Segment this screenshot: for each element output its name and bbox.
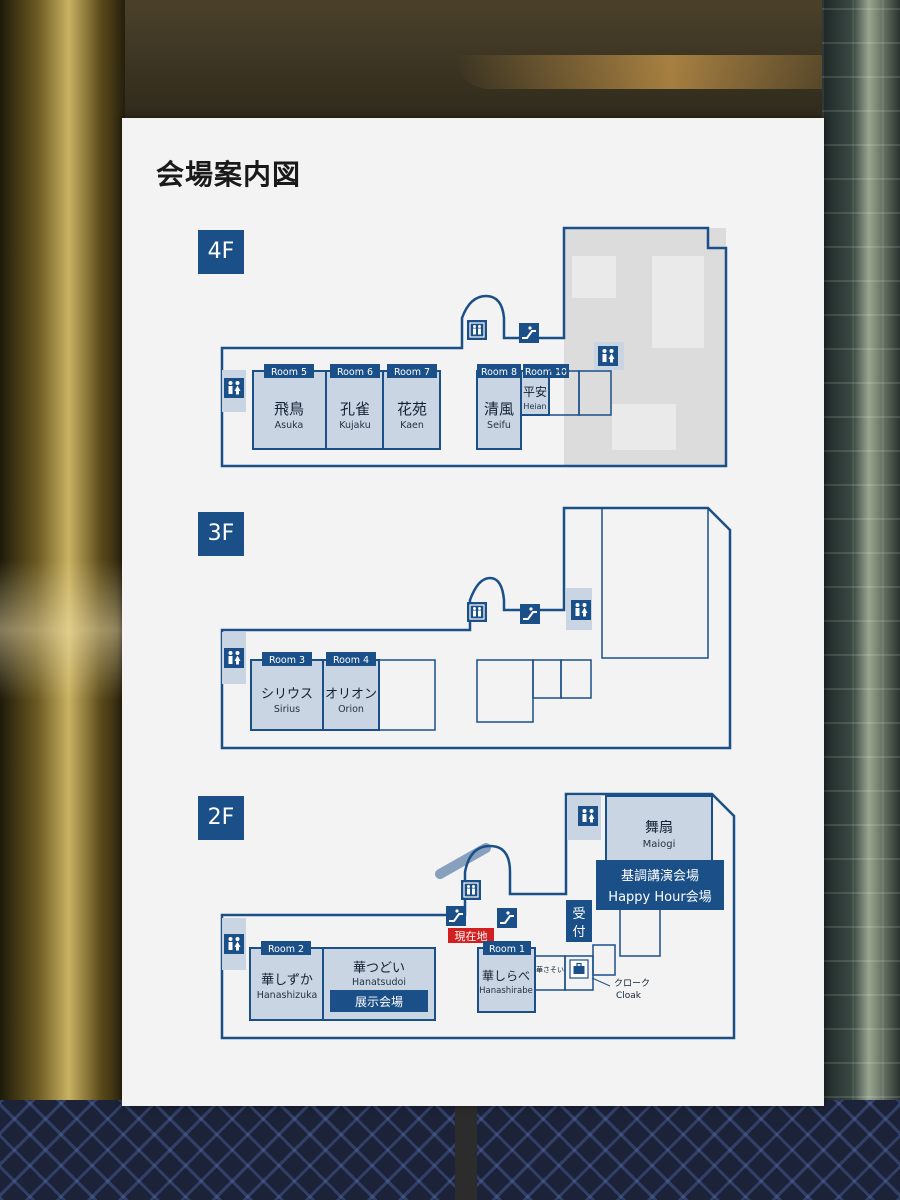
keynote-venue-text: 基調講演会場 — [621, 868, 699, 884]
room-name-en: Hanatsudoi — [352, 977, 406, 988]
floor-3f-outline — [220, 506, 732, 750]
restroom-icon — [598, 346, 618, 366]
room-tag: Room 10 — [525, 367, 567, 378]
room-name-jp: 平安 — [523, 384, 547, 399]
current-location-text: 現在地 — [455, 930, 488, 943]
room-name-jp: 飛鳥 — [274, 400, 304, 418]
elevator-icon — [466, 319, 488, 341]
room-name-en: Hanashirabe — [479, 986, 533, 996]
hanasasoi-label: 華さそい — [536, 965, 564, 974]
room-name-en: Heian — [523, 402, 546, 411]
room-name-jp: シリウス — [261, 687, 313, 702]
room-tag: Room 3 — [269, 655, 305, 666]
room-tag: Room 7 — [394, 367, 430, 378]
cloak-label-en: Cloak — [616, 991, 642, 1001]
restroom-icon — [578, 806, 598, 826]
floor-badge-3f: 3F — [198, 512, 244, 556]
room-name-en: Orion — [338, 704, 364, 715]
stairs — [435, 843, 491, 879]
board-title: 会場案内図 — [156, 158, 302, 191]
room-tag: Room 4 — [333, 655, 369, 666]
room-8: Room 8 清風 Seifu — [476, 364, 522, 450]
room-name-en: Maiogi — [643, 839, 676, 850]
exhibition-hall-label: 展示会場 — [355, 995, 403, 1009]
escalator-icon — [518, 322, 540, 344]
cloak-label-jp: クローク — [614, 978, 650, 989]
happy-hour-venue-text: Happy Hour会場 — [608, 890, 711, 905]
restroom-icon — [224, 378, 244, 398]
room-name-jp: 孔雀 — [340, 400, 370, 418]
room-7: Room 7 花苑 Kaen — [382, 364, 441, 450]
ceiling — [125, 0, 900, 120]
cloak-briefcase-icon — [569, 959, 589, 979]
room-name-en: Seifu — [487, 420, 511, 431]
sign-stand — [455, 1105, 477, 1200]
elevator-icon — [466, 601, 488, 623]
room-tag: Room 2 — [268, 944, 304, 955]
room-5: Room 5 飛鳥 Asuka — [252, 364, 327, 450]
escalator-icon — [496, 907, 518, 929]
floor-2f-map: 舞扇 Maiogi 基調講演会場 Happy Hour会場 受 付 現在地 Ro… — [220, 792, 736, 1040]
room-name-jp: オリオン — [325, 687, 377, 702]
floor-3f-map: Room 3 シリウス Sirius Room 4 オリオン Orion — [220, 506, 732, 750]
room-name-en: Sirius — [274, 704, 300, 715]
room-name-en: Kaen — [400, 420, 424, 431]
restroom-icon — [224, 648, 244, 668]
reception-char-2: 付 — [572, 925, 585, 940]
restroom-icon — [224, 934, 244, 954]
room-name-en: Kujaku — [339, 420, 370, 431]
room-name-en: Hanashizuka — [257, 990, 318, 1001]
room-tag: Room 6 — [337, 367, 373, 378]
room-name-jp: 華つどい — [353, 961, 405, 976]
room-4: Room 4 オリオン Orion — [322, 652, 380, 731]
reception-char-1: 受 — [572, 907, 585, 922]
restroom-icon — [571, 600, 591, 620]
room-name-jp: 華しずか — [261, 973, 313, 988]
current-location-marker: 現在地 — [448, 928, 494, 943]
room-tag: Room 1 — [489, 944, 525, 955]
room-6: Room 6 孔雀 Kujaku — [325, 364, 384, 450]
elevator-icon — [460, 879, 482, 901]
room-3: Room 3 シリウス Sirius — [250, 652, 324, 731]
reception-desk: 受 付 — [566, 900, 592, 942]
room-name-jp: 花苑 — [397, 400, 427, 418]
room-name-jp: 清風 — [484, 400, 514, 418]
ceiling-lights — [455, 55, 885, 89]
room-hanatsudoi: 華つどい Hanatsudoi 展示会場 — [322, 947, 436, 1021]
room-name-jp: 舞扇 — [645, 820, 673, 836]
floor-badge-2f: 2F — [198, 796, 244, 840]
room-1: Room 1 華しらべ Hanashirabe — [477, 941, 536, 1013]
escalator-icon — [445, 905, 467, 927]
room-name-en: Asuka — [275, 420, 304, 431]
room-name-jp: 華しらべ — [482, 969, 530, 983]
carpet-floor — [0, 1100, 900, 1200]
gold-wall-left — [0, 0, 125, 1200]
escalator-icon — [519, 603, 541, 625]
keynote-happy-hour-label: 基調講演会場 Happy Hour会場 — [596, 860, 724, 910]
room-tag: Room 8 — [481, 367, 517, 378]
room-2: Room 2 華しずか Hanashizuka — [249, 941, 324, 1021]
floor-badge-4f: 4F — [198, 230, 244, 274]
glass-wall-right — [822, 0, 900, 1200]
floor-4f-map: Room 5 飛鳥 Asuka Room 6 孔雀 Kujaku Room 7 … — [220, 226, 728, 468]
floor-4f-outline — [220, 226, 728, 468]
room-tag: Room 5 — [271, 367, 307, 378]
room-10: Room 10 平安 Heian — [520, 364, 569, 416]
